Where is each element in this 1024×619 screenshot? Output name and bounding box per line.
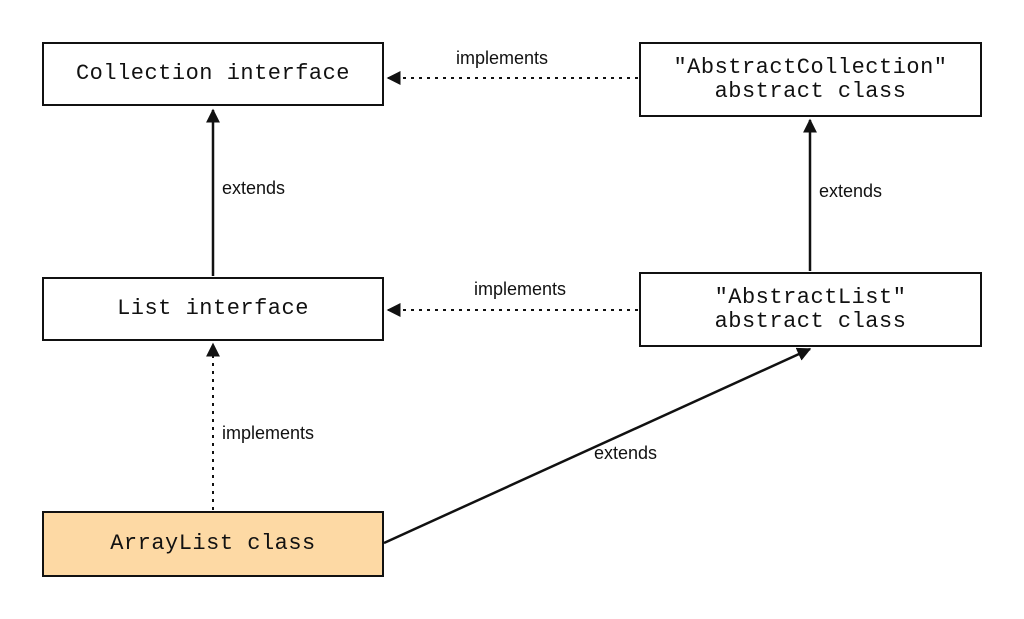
label-abstract-list-implements: implements xyxy=(474,279,567,299)
abstract-collection-label-line1: "AbstractCollection" xyxy=(673,54,948,80)
collection-interface-node: Collection interface xyxy=(42,42,384,106)
abstract-list-label-line1: "AbstractList" xyxy=(714,284,907,310)
collection-interface-label: Collection interface xyxy=(75,61,351,86)
abstract-collection-label-line2: abstract class xyxy=(714,78,907,104)
label-abstract-collection-implements: implements xyxy=(456,48,549,68)
label-list-extends: extends xyxy=(222,178,286,198)
list-interface-label: List interface xyxy=(117,296,309,321)
edge-arraylist-extends-abstract-list xyxy=(383,347,812,545)
abstract-collection-node: "AbstractCollection" abstract class xyxy=(639,42,982,117)
arraylist-class-node: ArrayList class xyxy=(42,511,384,577)
abstract-list-node: "AbstractList" abstract class xyxy=(639,272,982,347)
label-abstract-list-extends: extends xyxy=(819,181,883,201)
list-interface-node: List interface xyxy=(42,277,384,341)
abstract-list-label-line2: abstract class xyxy=(714,308,907,334)
label-arraylist-implements: implements xyxy=(222,423,315,443)
arraylist-class-label: ArrayList class xyxy=(110,531,316,556)
label-arraylist-extends: extends xyxy=(594,443,658,463)
